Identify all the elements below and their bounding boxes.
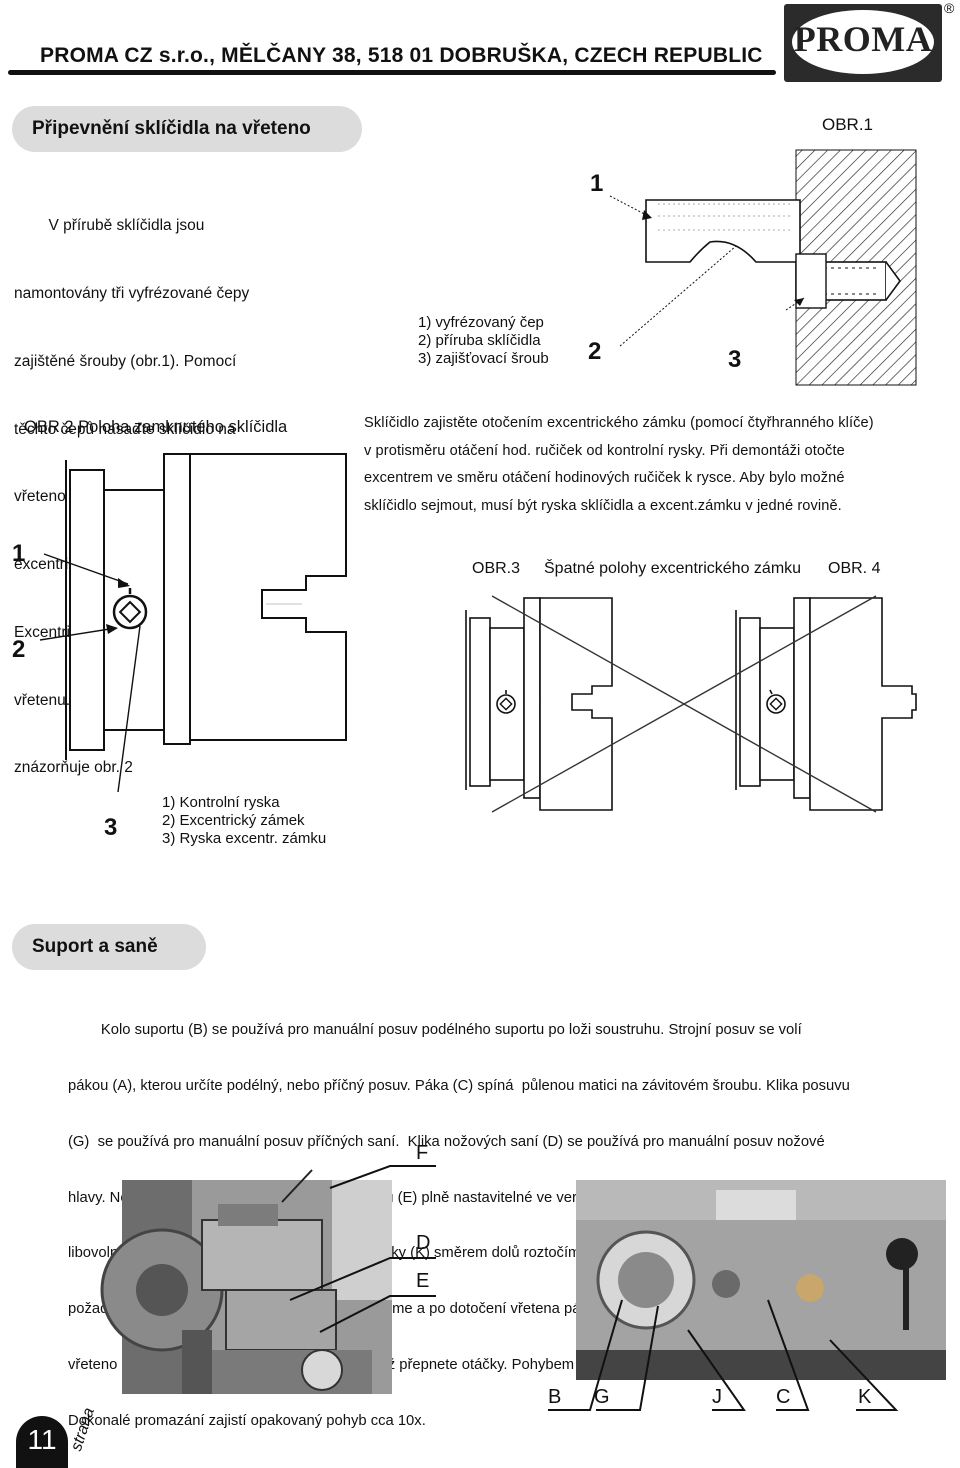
section-title-text: Suport a saně bbox=[32, 936, 158, 957]
fig2-number-3: 3 bbox=[104, 814, 118, 841]
figure-4-wrong-position bbox=[735, 597, 917, 811]
registered-mark: ® bbox=[944, 0, 955, 16]
label-b: B bbox=[548, 1386, 562, 1408]
figure-4-label: OBR. 4 bbox=[828, 560, 881, 577]
cross-line bbox=[491, 595, 877, 813]
page-number-badge bbox=[16, 1416, 68, 1468]
paragraph-line: Kolo suportu (B) se používá pro manuální… bbox=[68, 1022, 802, 1039]
intro-line: V přírubě sklíčidla jsou bbox=[14, 217, 205, 235]
label-d: D bbox=[416, 1232, 431, 1254]
figure-1-label: OBR.1 bbox=[822, 115, 874, 134]
instruction-line: sklíčidlo sejmout, musí být ryska sklíči… bbox=[364, 497, 842, 514]
eccentric-lock bbox=[112, 594, 148, 630]
label-j: J bbox=[712, 1386, 722, 1408]
intro-line: znázorňuje obr. 2 bbox=[14, 759, 133, 777]
header-rule bbox=[8, 70, 776, 75]
intro-line: namontovány tři vyfrézované čepy bbox=[14, 284, 250, 302]
fig2-number-1: 1 bbox=[12, 540, 26, 567]
intro-line: zajištěné šrouby (obr.1). Pomocí bbox=[14, 352, 237, 370]
lock-instructions: Sklíčidlo zajistěte otočením excentrické… bbox=[364, 410, 930, 520]
paragraph-line: (G) se používá pro manuální posuv příčný… bbox=[68, 1133, 825, 1150]
fig2-number-2: 2 bbox=[12, 636, 26, 663]
chuck-flange bbox=[163, 453, 191, 745]
instruction-line: v protisměru otáčení hod. ručiček od kon… bbox=[364, 442, 845, 459]
label-c: C bbox=[776, 1386, 791, 1408]
section-title-text: Připevnění sklíčidla na vřeteno bbox=[32, 118, 311, 139]
label-g: G bbox=[594, 1386, 610, 1408]
proma-logo-text: PROMA bbox=[793, 19, 933, 59]
page-number: 11 bbox=[27, 1424, 57, 1455]
figure-2-drawing bbox=[39, 453, 347, 793]
photo-apron bbox=[576, 1180, 946, 1380]
label-e: E bbox=[416, 1270, 430, 1292]
section-title-carriage: Suport a saně bbox=[12, 924, 206, 970]
instruction-line: excentrem ve směru otáčení hodinových ru… bbox=[364, 470, 845, 486]
fig1-number-1: 1 bbox=[590, 170, 604, 197]
figure-1-drawing bbox=[609, 149, 917, 386]
intro-line: těchto čepů nasaďte sklíčidlo na bbox=[14, 420, 236, 438]
figures-3-4-caption: Špatné polohy excentrického zámku bbox=[544, 560, 802, 577]
paragraph-line: pákou (A), kterou určíte podélný, nebo p… bbox=[68, 1077, 850, 1094]
label-f: F bbox=[416, 1142, 429, 1164]
fig1-number-2: 2 bbox=[588, 338, 602, 365]
figure-3-wrong-position bbox=[465, 597, 613, 811]
figure-3-label: OBR.3 bbox=[472, 560, 521, 577]
figure-1-legend: 1) vyfrézovaný čep 2) příruba sklíčidla … bbox=[418, 314, 549, 367]
section-title-chuck-mounting: Připevnění sklíčidla na vřeteno bbox=[12, 106, 362, 152]
paragraph-line: Dokonalé promazání zajistí opakovaný poh… bbox=[68, 1412, 426, 1429]
company-address: PROMA CZ s.r.o., MĚLČANY 38, 518 01 DOBR… bbox=[40, 44, 763, 67]
proma-logo-oval bbox=[792, 10, 934, 74]
figure-2-caption: OBR.2 Poloha zamknutého sklíčidla bbox=[24, 418, 288, 436]
label-k: K bbox=[858, 1386, 872, 1408]
chuck-body bbox=[189, 453, 347, 741]
instruction-line: Sklíčidlo zajistěte otočením excentrické… bbox=[364, 415, 874, 431]
fig1-number-3: 3 bbox=[728, 346, 742, 373]
figures-3-4-drawing bbox=[465, 595, 917, 813]
photo-tool-post bbox=[100, 1169, 392, 1394]
milled-pin bbox=[645, 199, 801, 263]
figure-2-legend: 1) Kontrolní ryska 2) Excentrický zámek … bbox=[162, 794, 327, 847]
